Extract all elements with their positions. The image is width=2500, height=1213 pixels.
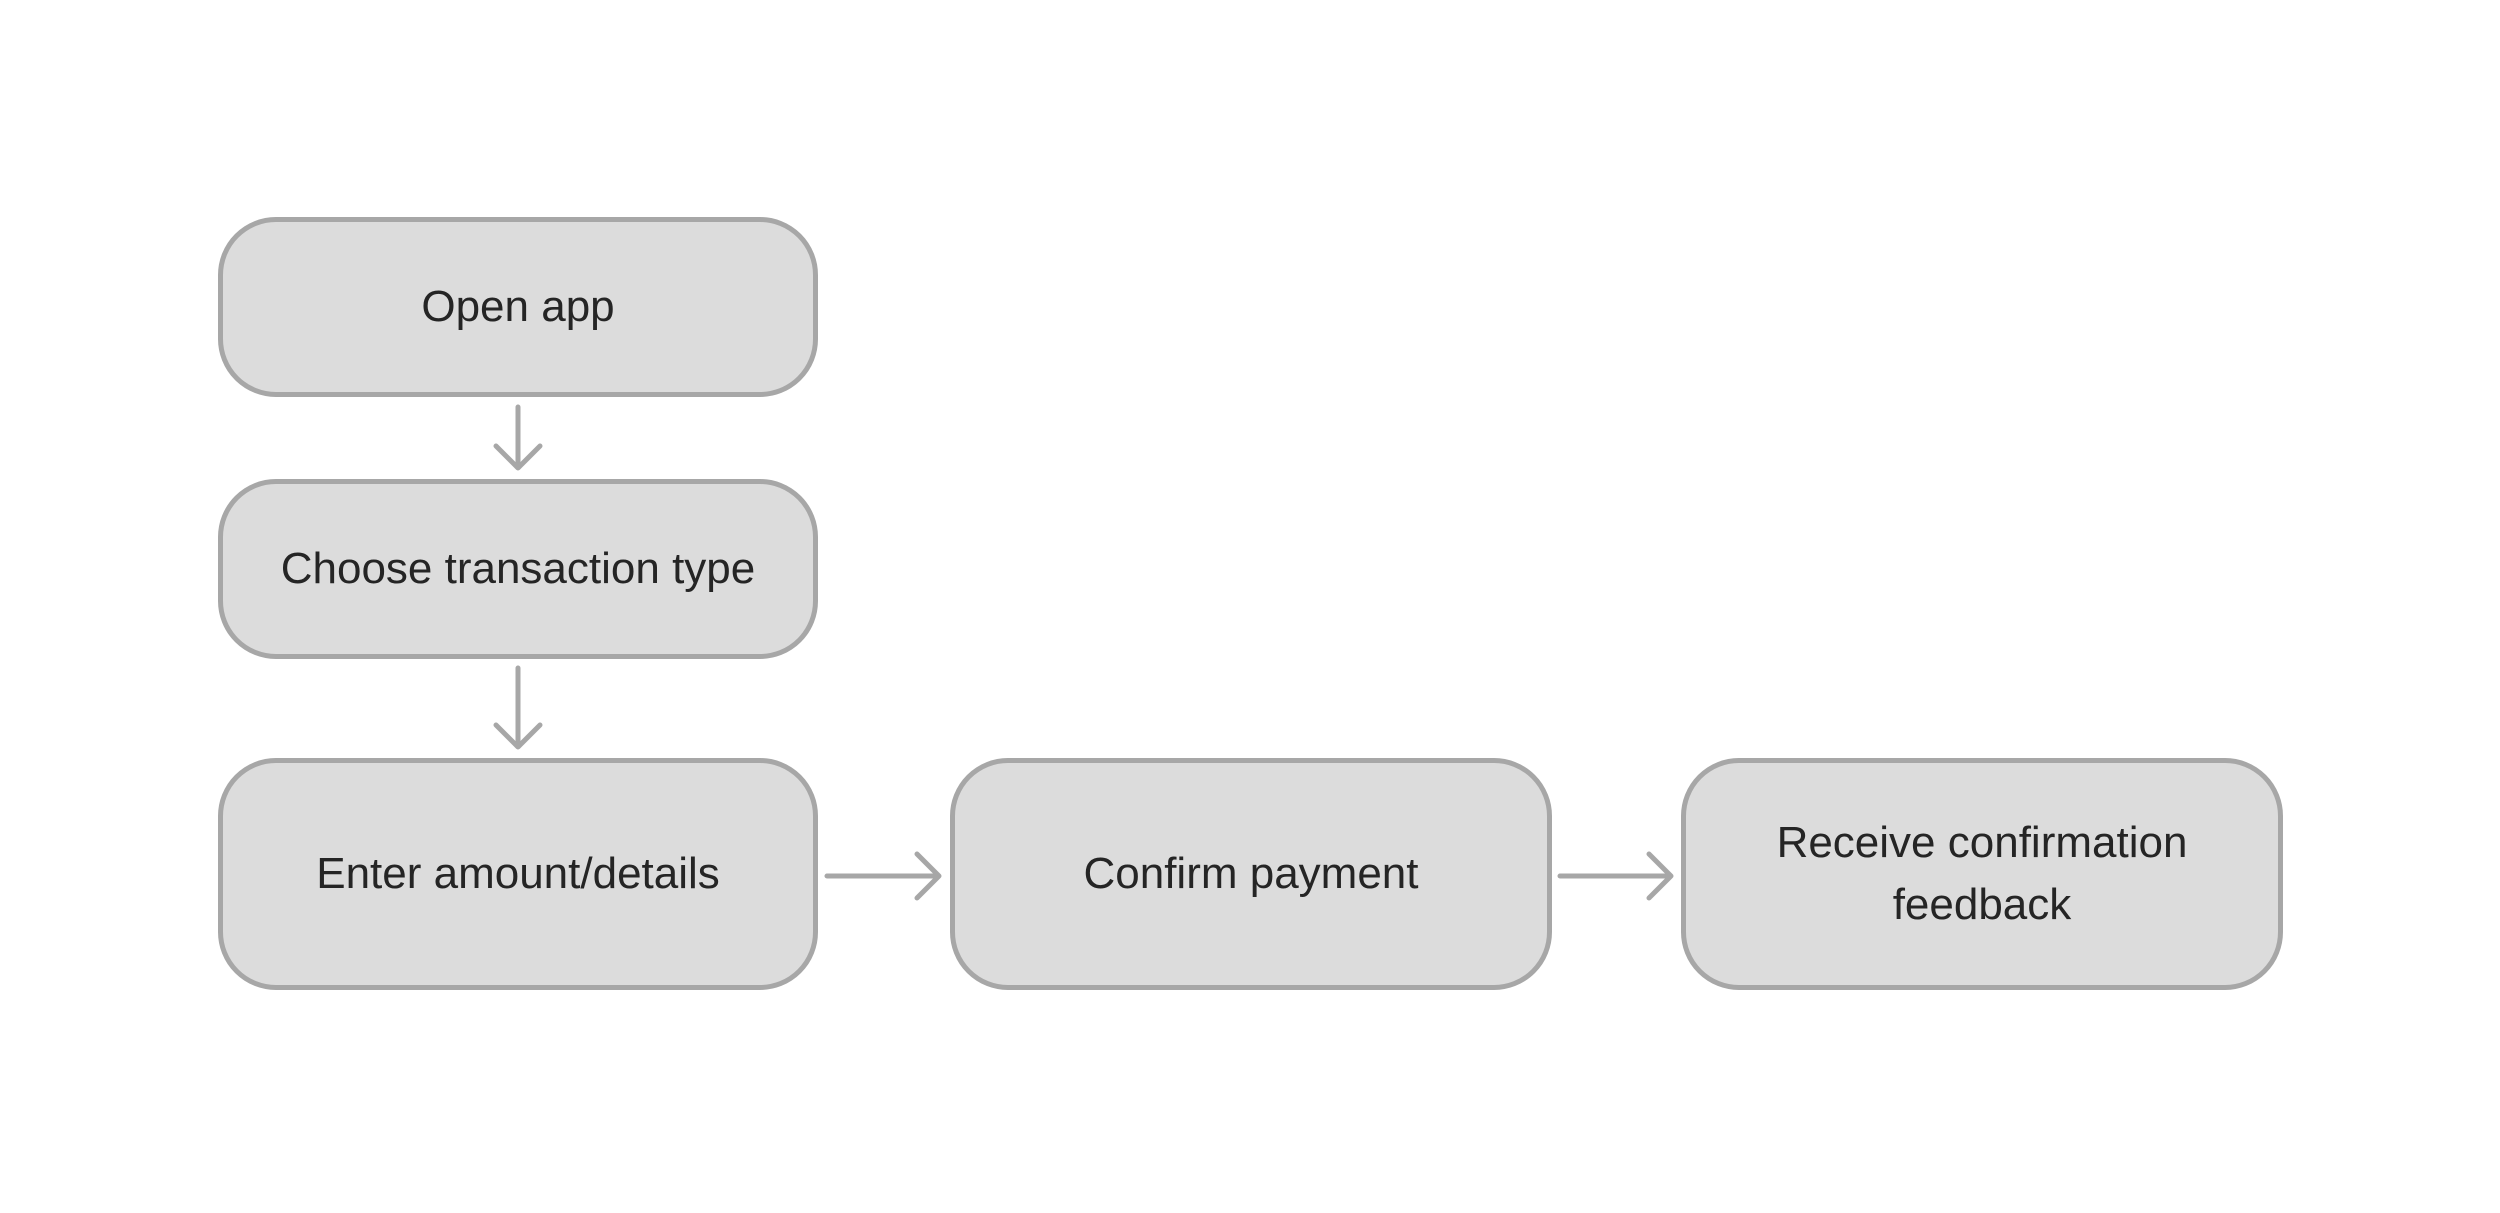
flow-node-open-app: Open app bbox=[218, 217, 818, 397]
flow-node-confirm-payment: Confirm payment bbox=[950, 758, 1552, 990]
flow-node-receive-confirmation-feedback: Receive confirmation feedback bbox=[1681, 758, 2283, 990]
flow-node-label: Enter amount/details bbox=[316, 848, 720, 898]
flow-node-choose-transaction-type: Choose transaction type bbox=[218, 479, 818, 659]
flow-node-label: Confirm payment bbox=[1083, 848, 1419, 898]
arrow-open-app-to-choose-transaction-type bbox=[493, 404, 543, 471]
flow-node-label: Open app bbox=[421, 281, 615, 331]
flow-node-enter-amount-details: Enter amount/details bbox=[218, 758, 818, 990]
arrow-enter-amount-details-to-confirm-payment bbox=[824, 851, 942, 901]
flow-node-label: Choose transaction type bbox=[280, 543, 756, 593]
arrow-choose-transaction-type-to-enter-amount-details bbox=[493, 665, 543, 750]
flow-node-label: Receive confirmation feedback bbox=[1776, 817, 2188, 929]
arrow-confirm-payment-to-receive-confirmation-feedback bbox=[1557, 851, 1674, 901]
